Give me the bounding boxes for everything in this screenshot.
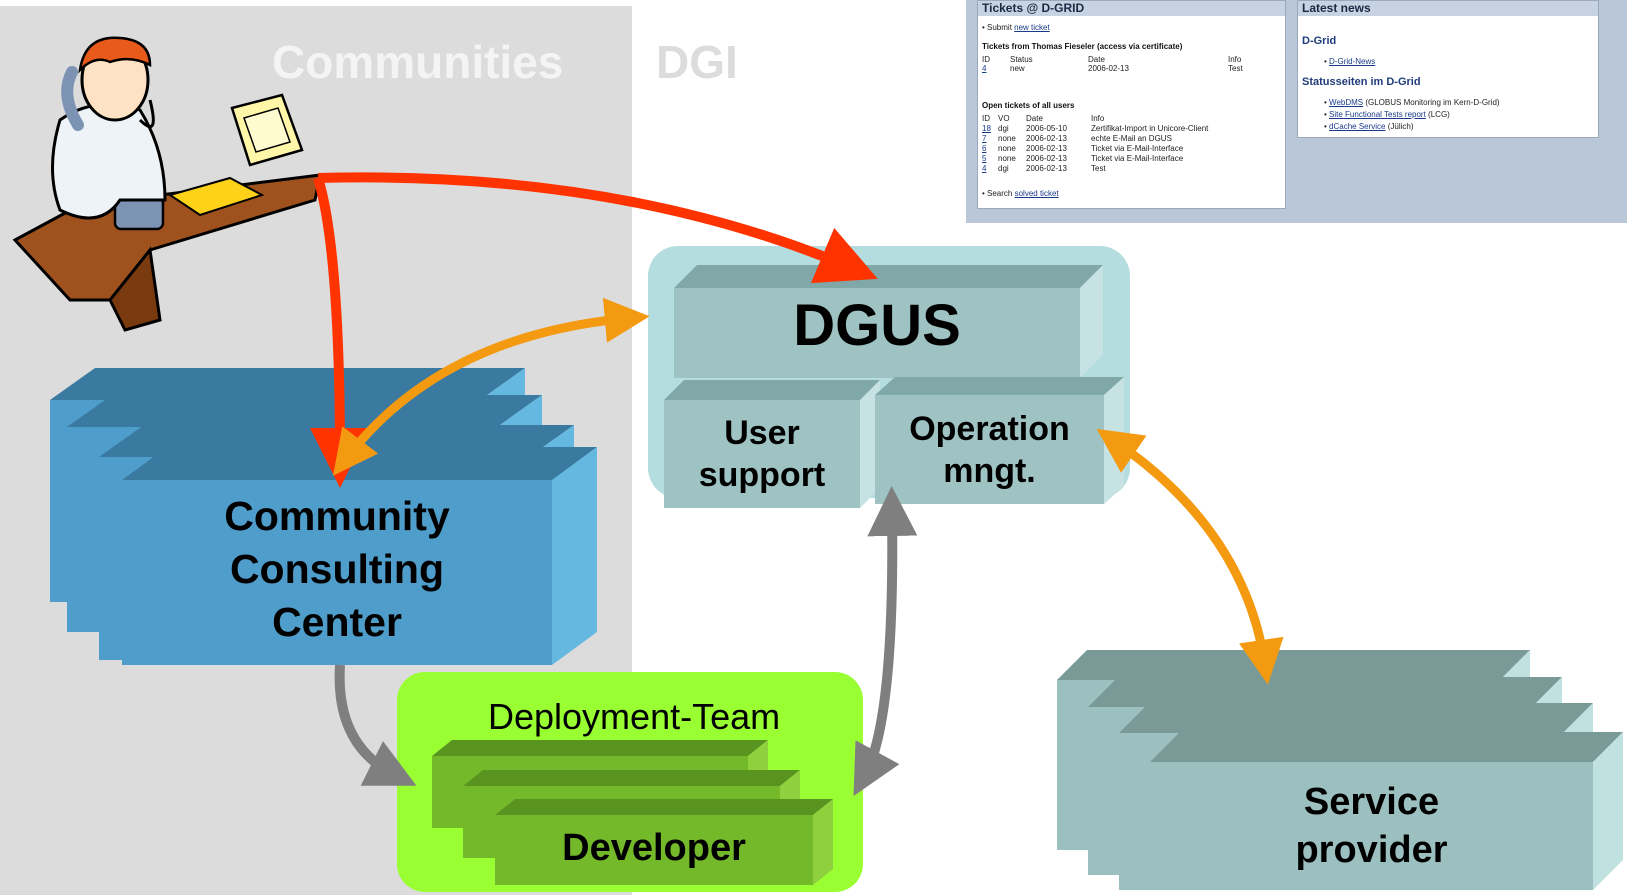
dcache-link[interactable]: dCache Service bbox=[1329, 122, 1386, 131]
all-row-2-vo: none bbox=[998, 134, 1016, 143]
search-prefix: • Search bbox=[982, 189, 1015, 198]
all-col-date: Date bbox=[1026, 114, 1043, 123]
paper bbox=[167, 176, 265, 217]
red-arrow-to-dgus bbox=[317, 172, 878, 284]
all-row-3-id[interactable]: 6 bbox=[982, 144, 987, 153]
all-row-2-date: 2006-02-13 bbox=[1026, 134, 1067, 143]
person-arm bbox=[138, 99, 155, 129]
developer-box bbox=[432, 740, 833, 885]
own-row-status: new bbox=[1010, 64, 1025, 73]
all-row-1-date: 2006-05-10 bbox=[1026, 124, 1067, 133]
own-col-id: ID bbox=[982, 55, 990, 64]
all-col-id: ID bbox=[982, 114, 990, 123]
ccc-line-2: Consulting bbox=[229, 546, 445, 592]
all-tickets-heading: Open tickets of all users bbox=[982, 101, 1075, 110]
all-row-5-info: Test bbox=[1091, 164, 1106, 173]
gray-arrow-community-deployment bbox=[334, 664, 417, 786]
user-at-desk-illustration bbox=[12, 36, 322, 332]
all-col-vo: VO bbox=[998, 114, 1010, 123]
own-col-date: Date bbox=[1088, 55, 1105, 64]
submit-prefix: • Submit bbox=[982, 23, 1015, 32]
dgi-label: DGI bbox=[656, 36, 738, 88]
operation-mngt-line-2: mngt. bbox=[943, 452, 1036, 490]
news-dgrid-item: • D-Grid-News bbox=[1324, 57, 1376, 66]
all-row-4-date: 2006-02-13 bbox=[1026, 154, 1067, 163]
community-consulting-label: Community Consulting Center bbox=[122, 490, 552, 649]
all-row-1-id[interactable]: 18 bbox=[982, 124, 991, 133]
orange-arrow-community-dgus bbox=[333, 297, 650, 476]
news-status-item-2: • Site Functional Tests report (LCG) bbox=[1324, 110, 1450, 119]
sft-report-text: (LCG) bbox=[1425, 110, 1450, 119]
all-row-4-info: Ticket via E-Mail-Interface bbox=[1091, 154, 1184, 163]
tickets-panel: Tickets @ D-GRID • Submit new ticket Tic… bbox=[977, 0, 1286, 209]
own-tickets-heading: Tickets from Thomas Fieseler (access via… bbox=[982, 42, 1183, 51]
sft-report-link[interactable]: Site Functional Tests report bbox=[1329, 110, 1426, 119]
service-provider-box bbox=[1057, 650, 1623, 890]
user-support-line-2: support bbox=[698, 456, 826, 494]
all-row-4-vo: none bbox=[998, 154, 1016, 163]
ccc-line-3: Center bbox=[272, 599, 402, 645]
all-row-2-id[interactable]: 7 bbox=[982, 134, 987, 143]
operation-mngt-label: Operation mngt. bbox=[875, 408, 1104, 492]
solved-ticket-link[interactable]: solved ticket bbox=[1014, 189, 1059, 198]
news-status-heading: Statusseiten im D-Grid bbox=[1302, 76, 1421, 88]
webdms-text: (GLOBUS Monitoring im Kern-D-Grid) bbox=[1363, 98, 1500, 107]
operation-mngt-line-1: Operation bbox=[909, 410, 1070, 448]
dcache-text: (Jülich) bbox=[1385, 122, 1414, 131]
monitor-screen bbox=[243, 107, 291, 153]
developer-layer-3 bbox=[495, 799, 833, 885]
all-row-1-vo: dgi bbox=[998, 124, 1009, 133]
news-panel-title: Latest news bbox=[1298, 1, 1598, 16]
all-row-3-info: Ticket via E-Mail-Interface bbox=[1091, 144, 1184, 153]
all-row-3-date: 2006-02-13 bbox=[1026, 144, 1067, 153]
all-col-info: Info bbox=[1091, 114, 1105, 123]
dgus-box bbox=[674, 265, 1103, 378]
user-support-line-1: User bbox=[724, 414, 800, 452]
gray-arrow-deployment-operation bbox=[853, 486, 918, 797]
service-provider-line-2: provider bbox=[1295, 829, 1448, 871]
dgus-label: DGUS bbox=[793, 293, 961, 358]
webdms-link[interactable]: WebDMS bbox=[1329, 98, 1364, 107]
all-row-5-vo: dgi bbox=[998, 164, 1009, 173]
own-col-info: Info bbox=[1228, 55, 1242, 64]
ccc-line-1: Community bbox=[224, 493, 450, 539]
search-solved-line: • Search solved ticket bbox=[982, 189, 1059, 199]
service-provider-line-1: Service bbox=[1303, 781, 1440, 823]
own-col-status: Status bbox=[1010, 55, 1033, 64]
news-dgrid-heading: D-Grid bbox=[1302, 35, 1337, 47]
own-row-id[interactable]: 4 bbox=[982, 64, 987, 73]
own-row-info: Test bbox=[1228, 64, 1243, 73]
all-row-4-id[interactable]: 5 bbox=[982, 154, 987, 163]
person-hair bbox=[78, 36, 152, 74]
news-status-item-1: • WebDMS (GLOBUS Monitoring im Kern-D-Gr… bbox=[1324, 98, 1500, 107]
all-row-5-date: 2006-02-13 bbox=[1026, 164, 1067, 173]
ticket-system-screenshot: Tickets @ D-GRID • Submit new ticket Tic… bbox=[966, 0, 1627, 223]
sp-layer-4 bbox=[1150, 732, 1623, 890]
user-support-box bbox=[664, 380, 880, 508]
user-support-label: User support bbox=[664, 412, 860, 496]
deployment-team-label: Deployment-Team bbox=[488, 696, 781, 737]
handset bbox=[61, 66, 84, 131]
communities-label: Communities bbox=[272, 36, 564, 88]
dgrid-news-link[interactable]: D-Grid-News bbox=[1329, 57, 1376, 66]
all-row-1-info: Zertifikat-Import in Unicore-Client bbox=[1091, 124, 1209, 133]
all-row-2-info: echte E-Mail an DGUS bbox=[1091, 134, 1172, 143]
own-row-date: 2006-02-13 bbox=[1088, 64, 1129, 73]
all-row-3-vo: none bbox=[998, 144, 1016, 153]
submit-ticket-line: • Submit new ticket bbox=[982, 23, 1050, 33]
developer-label: Developer bbox=[562, 827, 746, 869]
desk-leg bbox=[108, 246, 162, 332]
news-panel: Latest news D-Grid • D-Grid-News Statuss… bbox=[1297, 0, 1599, 138]
new-ticket-link[interactable]: new ticket bbox=[1014, 23, 1050, 32]
orange-arrow-operation-serviceprovider bbox=[1096, 428, 1284, 685]
tickets-panel-title: Tickets @ D-GRID bbox=[978, 1, 1285, 16]
all-row-5-id[interactable]: 4 bbox=[982, 164, 987, 173]
news-status-item-3: • dCache Service (Jülich) bbox=[1324, 122, 1414, 131]
service-provider-label: Service provider bbox=[1150, 778, 1593, 874]
desk-phone bbox=[113, 195, 165, 231]
